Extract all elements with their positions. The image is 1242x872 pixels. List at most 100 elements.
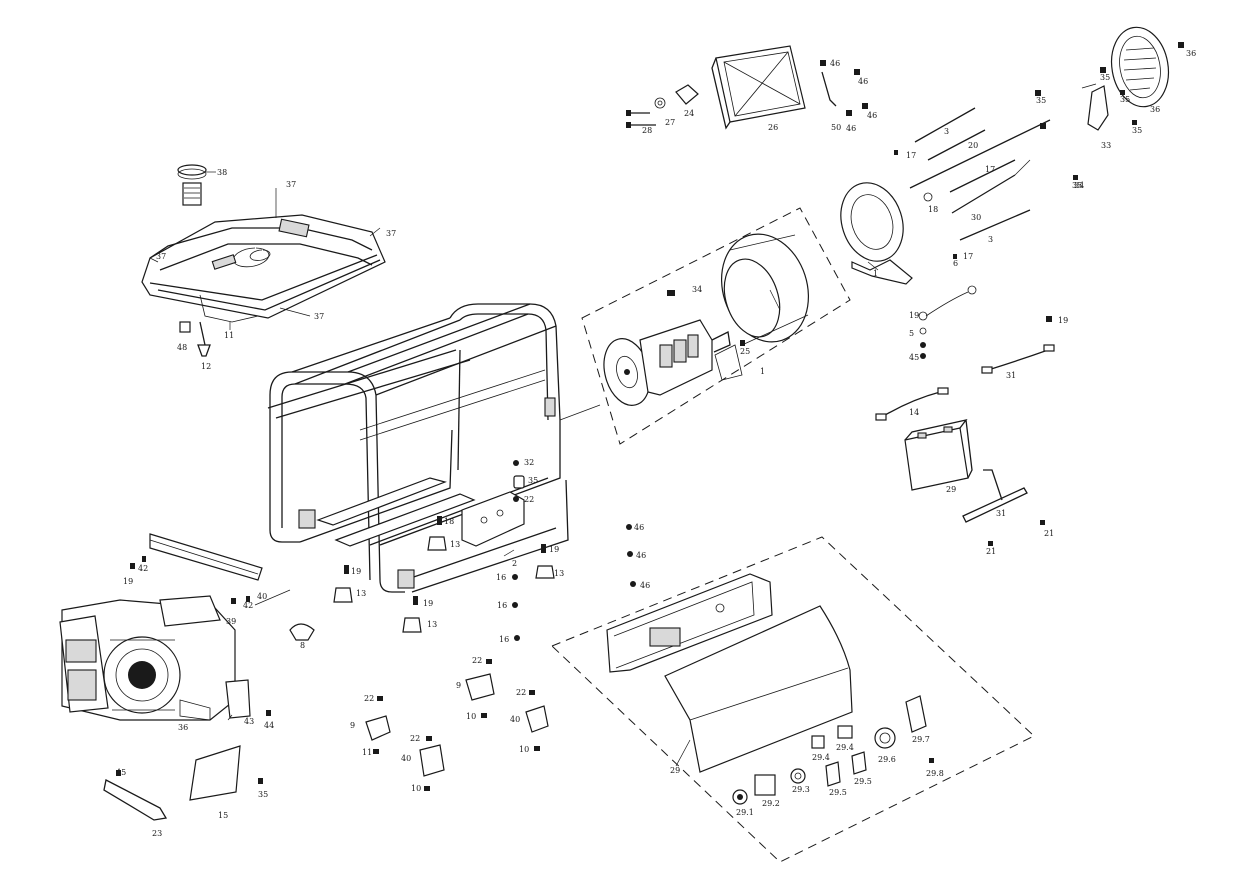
frame-crossmember [316, 477, 525, 547]
callout-29-8: 29.8 [926, 769, 944, 778]
callout-24: 24 [684, 109, 694, 118]
callout-1: 1 [873, 269, 878, 278]
leader-lines [149, 159, 1031, 767]
small-brackets [103, 623, 315, 821]
callout-18: 18 [928, 205, 938, 214]
callout-19: 19 [909, 311, 919, 320]
callout-9: 9 [456, 681, 461, 690]
fuel-tap [179, 321, 211, 357]
callout-26: 26 [768, 123, 778, 132]
fuel-cap [177, 164, 216, 206]
callout-29-3: 29.3 [792, 785, 810, 794]
loose-bolts [512, 524, 636, 641]
callout-31: 31 [1006, 371, 1016, 380]
callout-18: 18 [444, 517, 454, 526]
callout-21: 21 [986, 547, 996, 556]
rear-bearing-bracket [840, 182, 913, 285]
callout-33: 33 [1101, 141, 1111, 150]
callout-35: 35 [258, 790, 268, 799]
callout-35: 35 [1120, 95, 1130, 104]
callout-38: 38 [217, 168, 227, 177]
callout-46: 46 [634, 523, 644, 532]
callout-28: 28 [642, 126, 652, 135]
rubber-feet [333, 460, 555, 633]
callout-19: 19 [1058, 316, 1068, 325]
callout-46: 46 [640, 581, 650, 590]
air-box [711, 45, 806, 130]
callout-29-1: 29.1 [736, 808, 754, 817]
air-box-hardware [626, 60, 868, 128]
callout-29-5: 29.5 [854, 777, 872, 786]
callout-35: 35 [1072, 181, 1082, 190]
callout-17: 17 [906, 151, 916, 160]
callout-35: 35 [1132, 126, 1142, 135]
callout-6: 6 [953, 259, 958, 268]
callout-19: 19 [123, 577, 133, 586]
callout-14: 14 [909, 408, 919, 417]
callout-13: 13 [450, 540, 460, 549]
callout-46: 46 [867, 111, 877, 120]
callout-48: 48 [177, 343, 187, 352]
callout-11: 11 [224, 331, 234, 340]
callout-29-4: 29.4 [836, 743, 854, 752]
callout-45: 45 [116, 768, 126, 777]
callout-43: 43 [244, 717, 254, 726]
callout-34: 34 [1074, 181, 1084, 190]
engine-mount-bar [130, 533, 263, 604]
callout-10: 10 [519, 745, 529, 754]
callout-19: 19 [423, 599, 433, 608]
callout-35: 35 [1036, 96, 1046, 105]
callout-37: 37 [156, 252, 166, 261]
callout-50: 50 [831, 123, 841, 132]
callout-29-2: 29.2 [762, 799, 780, 808]
fuel-tank [141, 214, 386, 323]
callout-17: 17 [985, 165, 995, 174]
stator-group-boundary [581, 207, 851, 445]
ground-wire [918, 285, 1052, 359]
control-panel-components [732, 695, 934, 805]
callout-40: 40 [257, 592, 267, 601]
callout-22: 22 [410, 734, 420, 743]
battery [904, 418, 973, 491]
callout-2: 2 [512, 559, 517, 568]
callout-16: 16 [496, 573, 506, 582]
callout-29: 29 [946, 485, 956, 494]
callout-13: 13 [356, 589, 366, 598]
callout-13: 13 [427, 620, 437, 629]
callout-27: 27 [665, 118, 675, 127]
vibration-mounts [365, 659, 549, 791]
callout-23: 23 [152, 829, 162, 838]
tie-rods [894, 107, 1051, 259]
callout-19: 19 [549, 545, 559, 554]
callout-3: 3 [944, 127, 949, 136]
callout-16: 16 [499, 635, 509, 644]
frame [267, 303, 569, 593]
battery-cables [875, 344, 1055, 421]
callout-35: 35 [528, 476, 538, 485]
callout-25: 25 [740, 347, 750, 356]
callout-31: 31 [996, 509, 1006, 518]
callout-22: 22 [516, 688, 526, 697]
callout-5: 5 [909, 329, 914, 338]
callout-12: 12 [201, 362, 211, 371]
callout-16: 16 [497, 601, 507, 610]
stator [720, 233, 810, 346]
callout-37: 37 [286, 180, 296, 189]
callout-1: 1 [760, 367, 765, 376]
control-box [606, 573, 773, 673]
callout-22: 22 [524, 495, 534, 504]
callout-3: 3 [988, 235, 993, 244]
callout-20: 20 [968, 141, 978, 150]
callout-32: 32 [524, 458, 534, 467]
callout-37: 37 [314, 312, 324, 321]
callout-36: 36 [1150, 105, 1160, 114]
callout-10: 10 [411, 784, 421, 793]
callout-22: 22 [472, 656, 482, 665]
callout-labels: 38 37 37 37 37 11 48 12 28 27 24 26 46 4… [116, 49, 1196, 838]
fan-cover [1035, 26, 1184, 180]
callout-29-4: 29.4 [812, 753, 830, 762]
callout-29-6: 29.6 [878, 755, 896, 764]
battery-bracket [962, 469, 1045, 546]
callout-29: 29 [670, 766, 680, 775]
